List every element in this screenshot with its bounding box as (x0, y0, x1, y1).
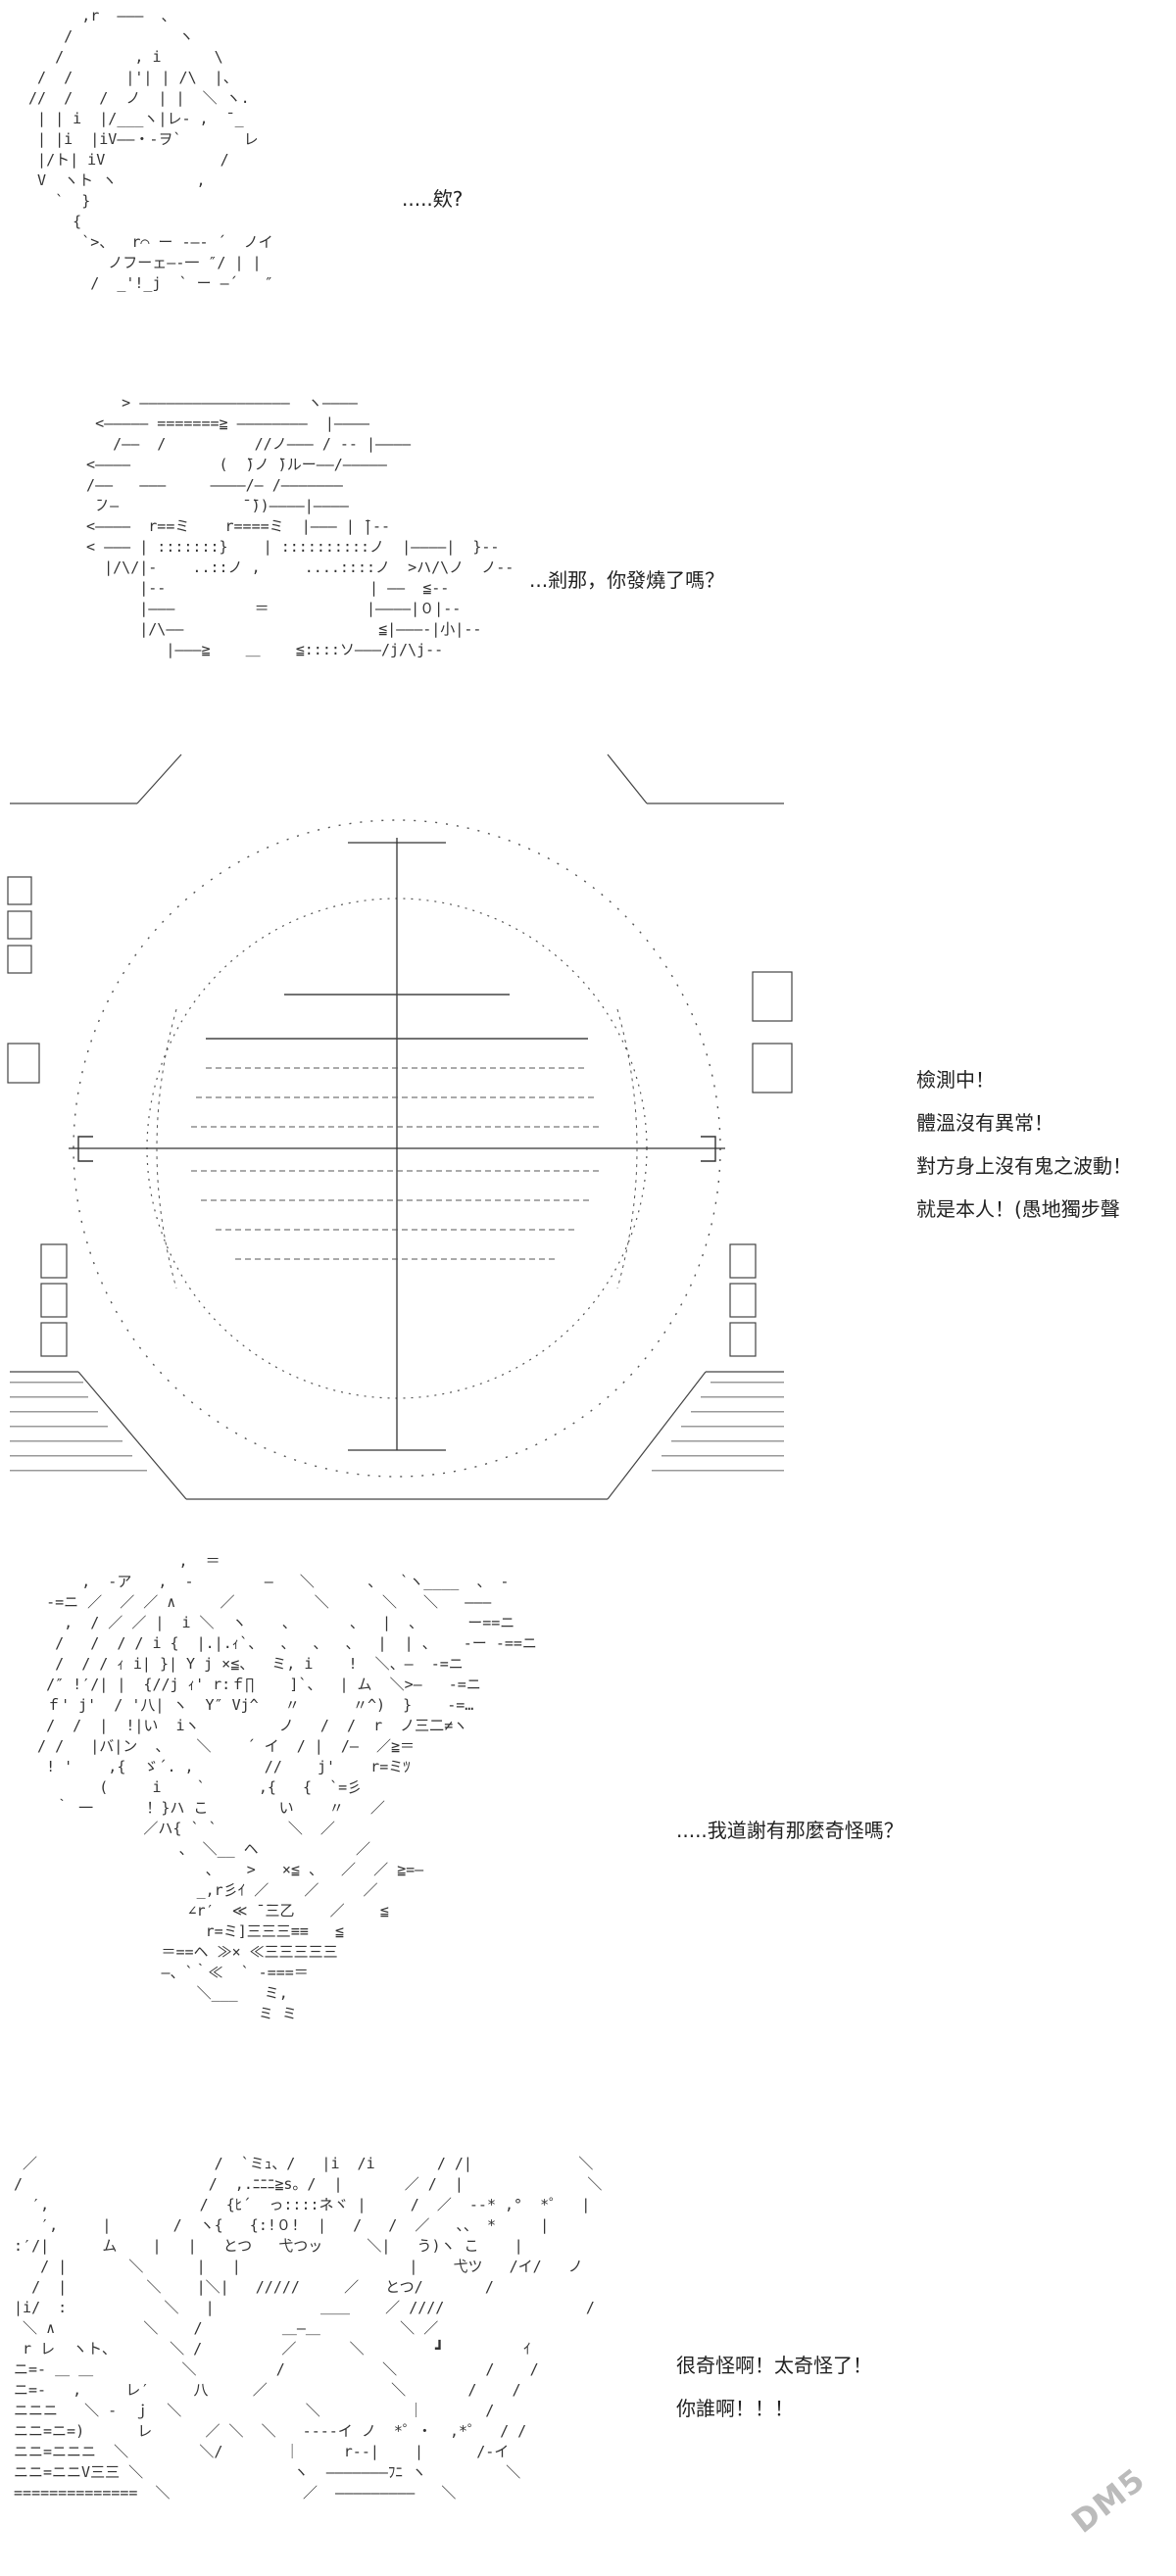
ascii-art-character-shouting: ／ / `ミｭ、/ |i /i / /| ＼ / / ,.ﾆﾆﾆ≧s。/ | ／… (14, 2155, 603, 2502)
scan-result-lines: 檢測中！ 體溫沒有異常！ 對方身上沒有鬼之波動！ 就是本人！(愚地獨步聲 (916, 1066, 1132, 1239)
panel-5: ／ / `ミｭ、/ |i /i / /| ＼ / / ,.ﾆﾆﾆ≧s。/ | ／… (0, 2146, 1176, 2568)
dialogue-panel-2: ...剎那，你發燒了嗎？ (529, 568, 725, 592)
ascii-art-character-surprised: ,r ――― 、 / ヽ / , i \ / / |'| | /\ |、 // … (28, 7, 273, 292)
scanner-hud-graphic (7, 753, 793, 1500)
ascii-art-character-calm: > ――――――――――――――――― ヽ―――― <――――― =======… (86, 394, 514, 658)
panel-3: 檢測中！ 體溫沒有異常！ 對方身上沒有鬼之波動！ 就是本人！(愚地獨步聲 (0, 745, 1176, 1519)
shout-lines: 很奇怪啊！太奇怪了！ 你誰啊！！！ (676, 2352, 872, 2438)
watermark-text: DM5 (1064, 2460, 1152, 2541)
dialogue-panel-4: .....我道謝有那麼奇怪嗎？ (676, 1819, 904, 1842)
watermark-logo: DM5 (1033, 2425, 1176, 2576)
ascii-art-character-aside: , ＝ , ‐ア , ‐ ― ＼ 、 `ヽ____ 、 ‐ ‐=ニ ／ ／ ／ … (37, 1552, 537, 2022)
dialogue-panel-1: .....欸? (402, 187, 464, 211)
panel-2: > ――――――――――――――――― ヽ―――― <――――― =======… (0, 377, 1176, 740)
scan-line-1: 檢測中！ (916, 1068, 995, 1092)
panel-1: ,r ――― 、 / ヽ / , i \ / / |'| | /\ |、 // … (0, 0, 1176, 353)
shout-line-1: 很奇怪啊！太奇怪了！ (676, 2354, 872, 2377)
scan-line-4: 就是本人！(愚地獨步聲 (916, 1197, 1120, 1221)
panel-4: , ＝ , ‐ア , ‐ ― ＼ 、 `ヽ____ 、 ‐ ‐=ニ ／ ／ ／ … (0, 1543, 1176, 2151)
shout-line-2: 你誰啊！！！ (676, 2397, 794, 2420)
scan-line-3: 對方身上沒有鬼之波動！ (916, 1154, 1132, 1178)
scan-line-2: 體溫沒有異常！ (916, 1111, 1054, 1135)
